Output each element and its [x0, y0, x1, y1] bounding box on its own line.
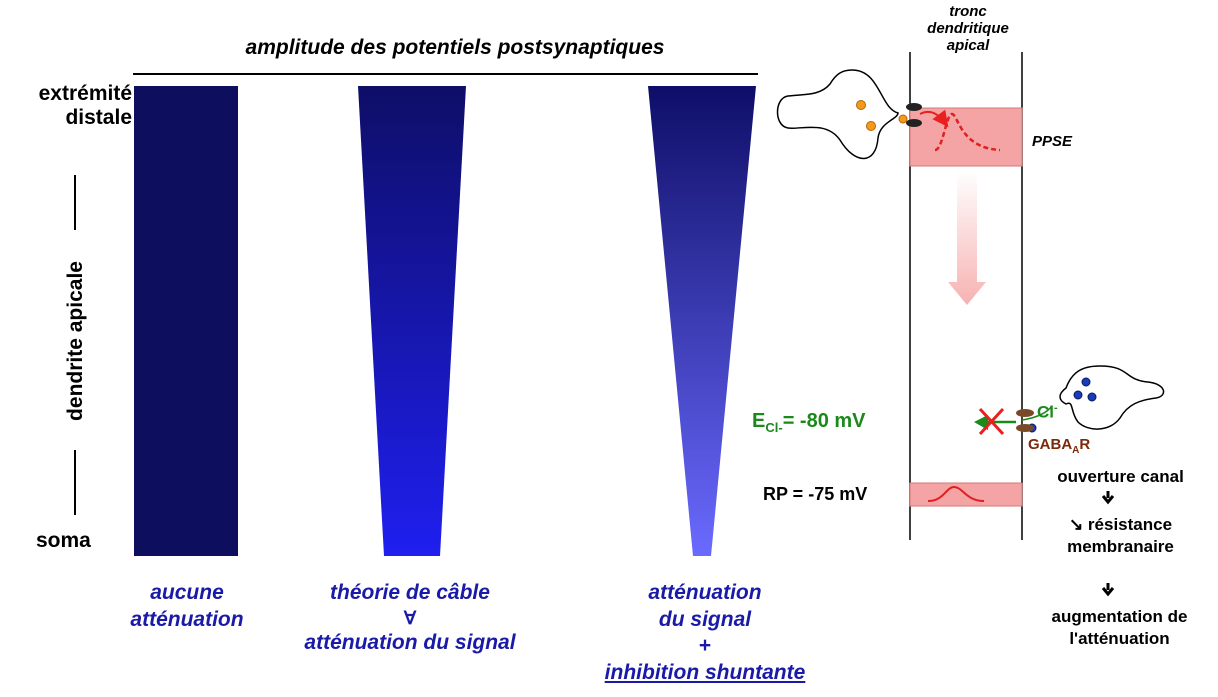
trunk-title-line2: dendritique	[927, 19, 1009, 37]
caption1-line2: atténuation	[130, 607, 244, 631]
cl-sup: -	[1054, 402, 1058, 414]
chain-step3: augmentation de l'atténuation	[1022, 606, 1217, 651]
e-cl-value: = -80 mV	[782, 410, 866, 432]
caption3-plus: +	[698, 634, 712, 658]
presynaptic-terminal-top	[776, 69, 899, 160]
vesicle-blue	[1087, 392, 1097, 402]
gaba-prefix: GABA	[1028, 436, 1073, 453]
caption-cable-theory: théorie de câble ∀ atténuation du signal	[260, 580, 560, 656]
gaba-receptor-top	[1016, 409, 1034, 417]
axis-bottom-label: soma	[36, 529, 91, 552]
header-underline	[133, 73, 758, 75]
vesicle-blue	[1073, 390, 1083, 400]
trunk-diagram	[776, 52, 1165, 597]
cl-arrow-head	[974, 415, 988, 430]
gaba-receptor-bottom	[1016, 424, 1034, 432]
axis-top-label: extrémité distale	[10, 82, 132, 130]
vesicle-orange	[856, 100, 866, 110]
chain-arrow-2	[1101, 583, 1115, 597]
rp-waveform	[927, 485, 985, 502]
axis-middle-label: dendrite apicale	[64, 261, 87, 421]
receptor-bottom	[906, 119, 922, 127]
vesicle-orange	[898, 114, 908, 124]
axis-top-line2: distale	[65, 106, 132, 130]
chain-step3-line1: augmentation de	[1051, 607, 1188, 626]
chain-step2-line2: membranaire	[1067, 537, 1174, 557]
bar-cable-attenuation	[358, 86, 466, 556]
rp-label: RP = -75 mV	[763, 484, 868, 504]
cl-text: Cl	[1037, 402, 1054, 422]
gaba-sub: A	[1072, 445, 1080, 456]
ppse-waveform	[934, 112, 1001, 152]
chain-step1: ouverture canal	[1057, 467, 1184, 486]
gaba-label: GABAAR	[1028, 436, 1090, 456]
ppse-label: PPSE	[1032, 133, 1073, 150]
receptor-top	[906, 103, 922, 111]
caption3-line1: atténuation	[648, 581, 762, 604]
e-cl-label: ECl-= -80 mV	[752, 410, 866, 435]
ppse-box	[909, 107, 1023, 167]
trunk-title-line1: tronc	[949, 3, 987, 20]
vesicle-orange	[866, 121, 876, 131]
cl-path	[1021, 405, 1053, 421]
e-cl-sub: Cl-	[765, 420, 783, 435]
down-arrow	[948, 170, 986, 305]
chain-step2-line1: ↘ résistance	[1028, 514, 1213, 536]
gaba-suffix: R	[1079, 436, 1091, 453]
chain-step2: ↘ résistance membranaire	[1028, 514, 1213, 559]
caption3-line2: du signal	[658, 607, 752, 631]
caption2-line1: théorie de câble	[330, 581, 490, 604]
header-title: amplitude des potentiels postsynaptiques	[245, 36, 665, 59]
bars-area	[134, 86, 756, 556]
e-cl-prefix: E	[752, 410, 766, 432]
bar-no-attenuation	[134, 86, 238, 556]
cross-icon	[978, 407, 1005, 436]
cl-label: Cl-	[1037, 402, 1058, 423]
caption2-symbol: ∀	[403, 607, 417, 628]
chain-arrow-1	[1101, 491, 1115, 505]
chain-step2-text: résistance	[1087, 515, 1173, 534]
trunk-title-line3: apical	[946, 36, 990, 54]
vesicle-blue	[1081, 377, 1091, 387]
axis-top-line1: extrémité	[38, 82, 132, 105]
red-arrow	[919, 109, 949, 128]
trunk-title: tronc dendritique apical	[900, 3, 1036, 54]
bar-shunting-attenuation	[648, 86, 756, 556]
chain-step2-symbol: ↘	[1068, 515, 1084, 534]
caption-no-attenuation: aucune atténuation	[112, 580, 262, 633]
caption2-line3: atténuation du signal	[304, 630, 516, 654]
caption1-line1: aucune	[150, 581, 224, 604]
caption3-line4: inhibition shuntante	[604, 660, 806, 684]
caption-shunting: atténuation du signal + inhibition shunt…	[560, 580, 850, 687]
axis-vertical: dendrite apicale	[64, 175, 87, 515]
chain-step3-line2: l'atténuation	[1069, 629, 1170, 649]
